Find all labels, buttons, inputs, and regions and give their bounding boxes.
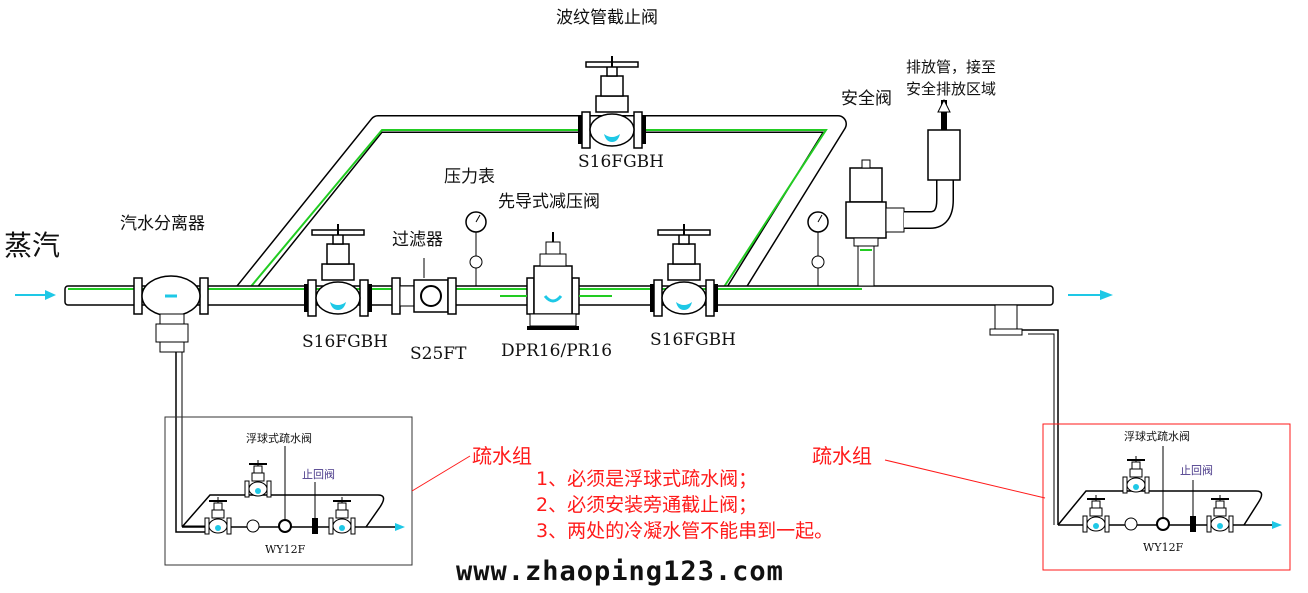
filter-label: 过滤器 — [392, 230, 443, 250]
inlet-arrow — [15, 290, 56, 300]
pressure-gauge-right — [807, 211, 829, 286]
watermark: www.zhaoping123.com — [456, 556, 784, 587]
valve-right-model: S16FGBH — [650, 330, 736, 350]
outlet-arrow — [1068, 290, 1113, 300]
pressure-gauge-label: 压力表 — [444, 167, 495, 187]
drain-group-left-model: WY12F — [265, 543, 306, 556]
steam-label: 蒸汽 — [4, 229, 61, 262]
drain-group-right-title: 疏水组 — [812, 444, 872, 468]
note-3: 3、两处的冷凝水管不能串到一起。 — [536, 520, 834, 542]
pilot-pressure-reducing-valve — [500, 232, 612, 330]
drain-group-left-check-label: 止回阀 — [302, 468, 335, 481]
drain-group-left-title: 疏水组 — [472, 444, 532, 468]
drain-group-right-model: WY12F — [1143, 541, 1184, 554]
globe-valve-right — [649, 223, 719, 317]
bellows-valve-label: 波纹管截止阀 — [556, 8, 658, 28]
bellows-valve-model: S16FGBH — [578, 152, 664, 172]
valve-left-model: S16FGBH — [302, 332, 388, 352]
drain-group-right-trap-label: 浮球式疏水阀 — [1124, 430, 1190, 443]
prv-model: DPR16/PR16 — [501, 341, 613, 361]
safety-valve — [845, 98, 961, 287]
drain-group-left — [164, 416, 471, 566]
vent-label-line1: 排放管，接至 — [906, 58, 997, 76]
vent-label-line2: 安全排放区域 — [906, 80, 997, 98]
globe-valve-left — [303, 223, 373, 317]
separator-label: 汽水分离器 — [120, 214, 205, 234]
drain-group-right — [884, 423, 1291, 571]
safety-valve-label: 安全阀 — [841, 89, 892, 109]
prv-label: 先导式减压阀 — [498, 192, 600, 212]
y-strainer — [391, 258, 457, 315]
note-2: 2、必须安装旁通截止阀； — [536, 494, 758, 516]
drain-group-left-trap-label: 浮球式疏水阀 — [246, 432, 312, 445]
note-1: 1、必须是浮球式疏水阀； — [536, 468, 758, 490]
drain-group-right-check-label: 止回阀 — [1180, 464, 1213, 477]
bellows-globe-valve — [577, 55, 647, 149]
steam-water-separator — [133, 275, 209, 533]
pressure-gauge-left — [465, 211, 487, 286]
filter-model: S25FT — [410, 344, 467, 364]
